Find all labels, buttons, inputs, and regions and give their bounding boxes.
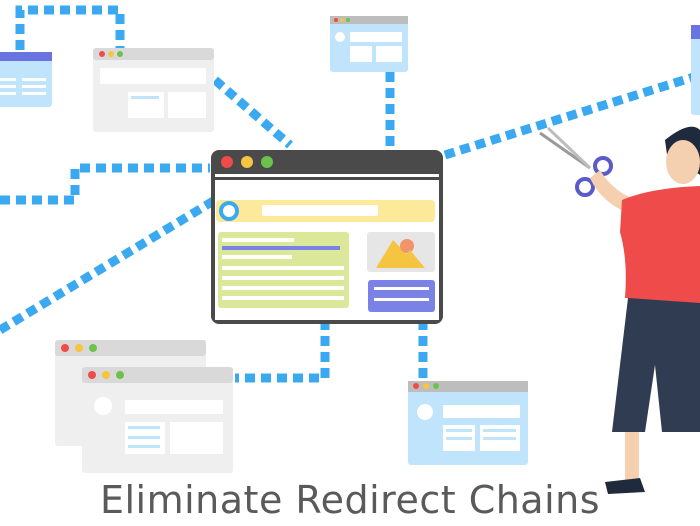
window-top-left (0, 52, 52, 107)
connector-right (443, 70, 700, 160)
connector-bottom-center (235, 320, 330, 383)
connector-top-left (15, 5, 125, 50)
minimize-dot (241, 156, 253, 168)
search-circle-icon (219, 201, 239, 221)
close-dot (221, 156, 233, 168)
maximize-dot (261, 156, 273, 168)
window-top-center (330, 16, 408, 72)
connector-mid-left (0, 163, 210, 205)
connector-lower-left (0, 196, 218, 334)
redirect-connectors (0, 5, 700, 383)
page-caption: Eliminate Redirect Chains (99, 478, 601, 522)
connector-left-window (212, 76, 293, 149)
window-bottom-right (408, 381, 528, 465)
window-gray-top (93, 48, 214, 132)
scissors-icon (539, 126, 613, 197)
button-block (368, 280, 435, 312)
main-browser-window (211, 150, 443, 324)
window-top-right (691, 25, 700, 115)
person-figure (539, 126, 700, 494)
window-gray-bottom-front (82, 367, 233, 473)
